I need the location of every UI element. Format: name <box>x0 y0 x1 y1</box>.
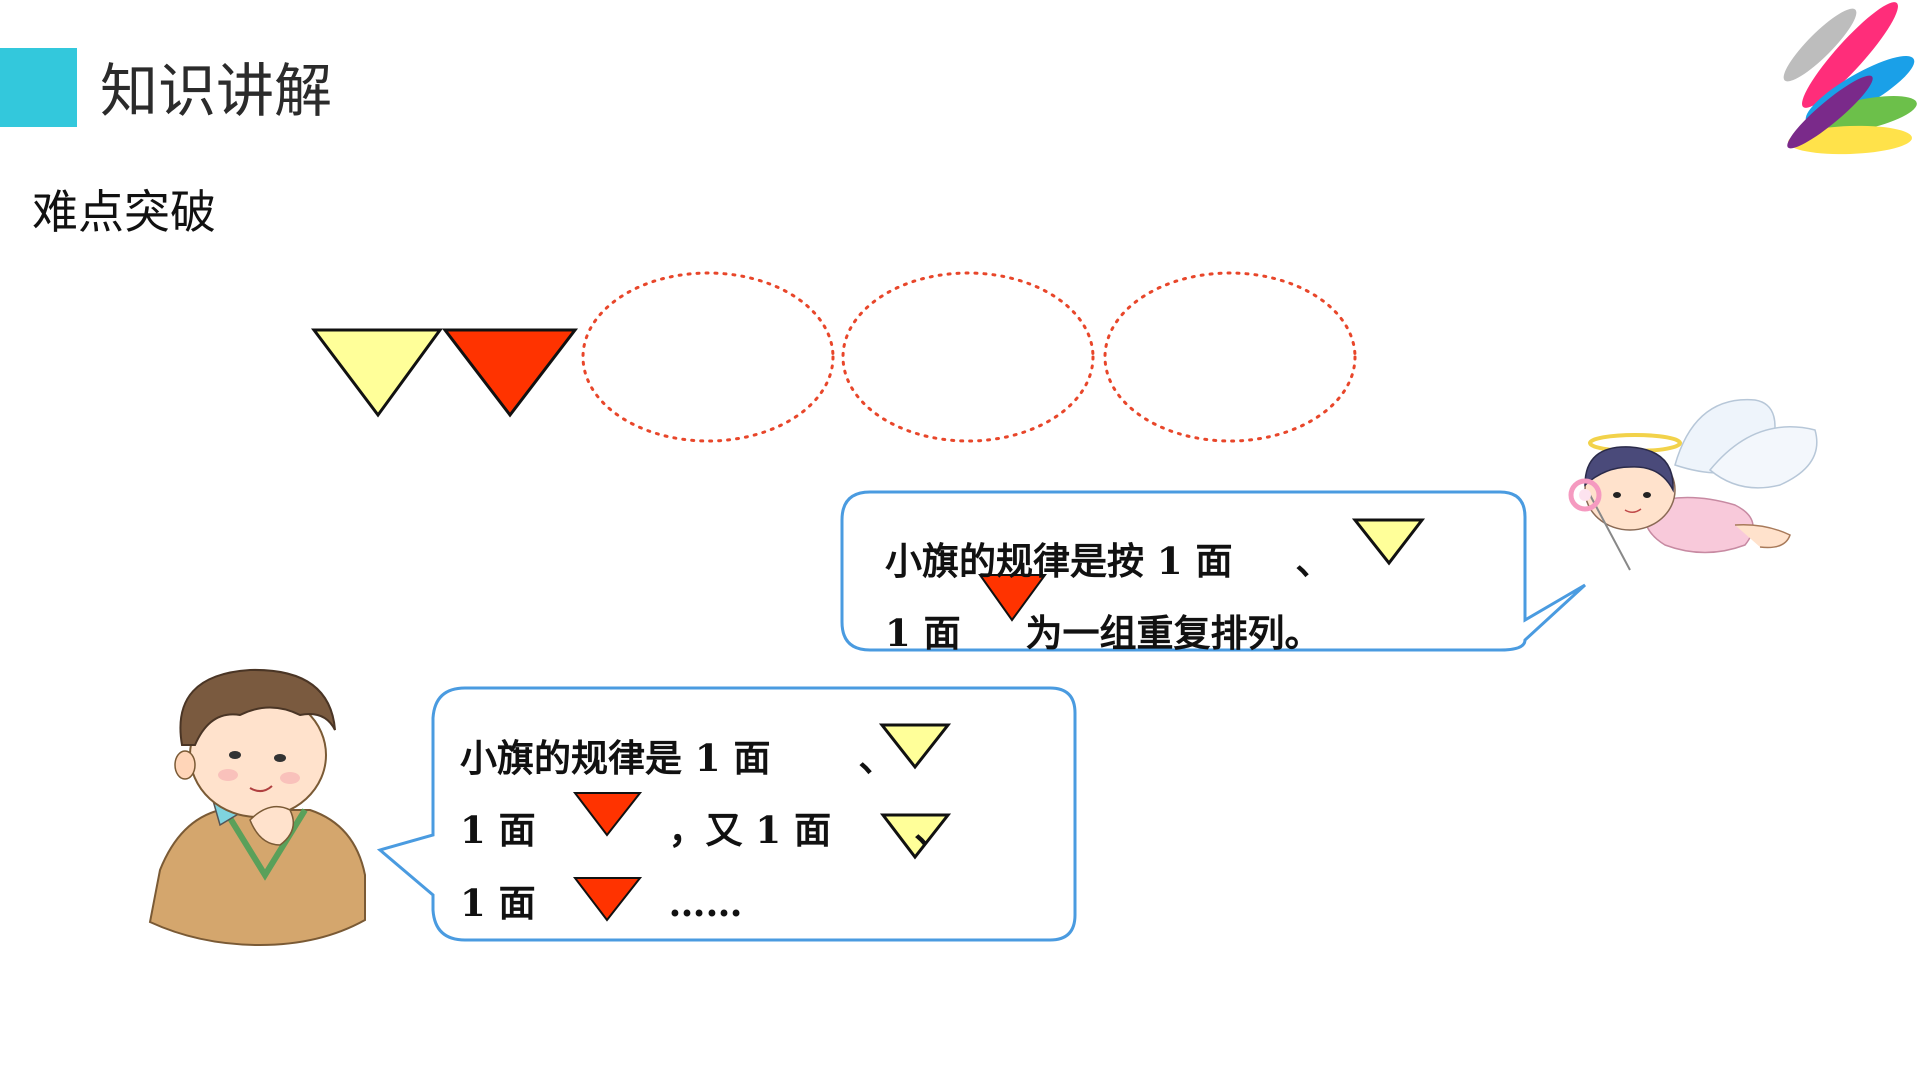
flag-sequence <box>310 271 1357 443</box>
boy-line3-number: 1 <box>460 881 486 925</box>
boy-line2-separator: 、 <box>913 808 951 852</box>
boy-illustration <box>148 668 366 947</box>
empty-slot-circle <box>841 271 1095 443</box>
angel-line1-unit: 面 <box>1195 539 1233 583</box>
boy-bubble-line2: 1 面 ，又 1 面 、 <box>460 807 951 853</box>
boy-bubble-line1: 小旗的规律是 1 面 、 <box>460 735 895 781</box>
boy-line1-number: 1 <box>694 736 721 780</box>
yellow-flag-icon <box>310 328 443 418</box>
empty-slot-circle <box>1103 271 1357 443</box>
boy-line2-number: 1 <box>460 808 486 852</box>
section-subtitle: 难点突破 <box>32 185 216 239</box>
boy-line2-unit2: 面 <box>794 808 832 852</box>
boy-line2-unit: 面 <box>498 808 536 852</box>
logo-brushstrokes-icon <box>1783 2 1917 155</box>
angel-bubble-line2: 1 面 为一组重复排列。 <box>885 610 1322 656</box>
angel-line2-number: 1 <box>885 611 911 655</box>
page-title: 知识讲解 <box>100 57 333 125</box>
boy-line2-number2: 1 <box>755 808 782 852</box>
boy-bubble-line3: 1 面 …… <box>460 880 743 926</box>
boy-line3-unit: 面 <box>498 881 536 925</box>
angel-line2-text: 为一组重复排列。 <box>1025 611 1322 655</box>
angel-illustration <box>1568 398 1818 571</box>
boy-line3-ellipsis: …… <box>668 881 743 925</box>
boy-line1-unit: 面 <box>733 736 771 780</box>
angel-line1-separator: 、 <box>1295 539 1333 583</box>
angel-bubble-line1: 小旗的规律是按 1 面 、 <box>885 538 1332 584</box>
empty-slot-circle <box>581 271 835 443</box>
angel-line2-unit: 面 <box>923 611 961 655</box>
boy-line1-separator: 、 <box>858 736 896 780</box>
red-flag-icon <box>441 328 579 418</box>
angel-line1-text: 小旗的规律是按 <box>885 539 1144 583</box>
angel-line1-number: 1 <box>1156 539 1183 583</box>
boy-line1-text: 小旗的规律是 <box>460 736 682 780</box>
header-accent-bar <box>0 48 77 127</box>
boy-line2-text: ，又 <box>668 808 743 852</box>
yellow-flag-icon <box>1351 518 1426 566</box>
